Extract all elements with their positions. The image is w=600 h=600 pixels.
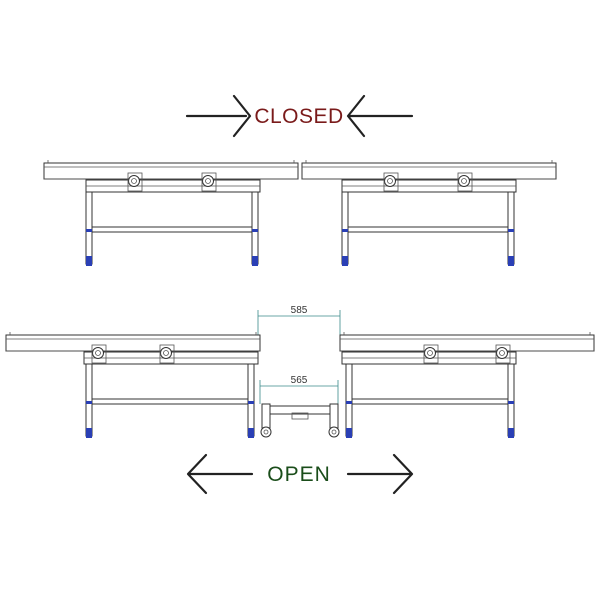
dimension-inner: 565	[259, 375, 339, 404]
dimension-inner-label: 565	[291, 375, 308, 386]
open-arrows-icon	[186, 453, 414, 495]
closed-arrows-icon	[185, 94, 414, 138]
closed-conveyor-right	[301, 160, 557, 266]
open-label: OPEN	[267, 463, 331, 486]
dimension-outer-label: 585	[291, 305, 308, 316]
open-conveyor-left	[5, 332, 261, 438]
center-cart	[260, 403, 340, 438]
open-conveyor-right	[339, 332, 595, 438]
closed-conveyor-left	[43, 160, 299, 266]
dimension-outer: 585	[257, 305, 341, 336]
closed-label: CLOSED	[254, 105, 343, 128]
